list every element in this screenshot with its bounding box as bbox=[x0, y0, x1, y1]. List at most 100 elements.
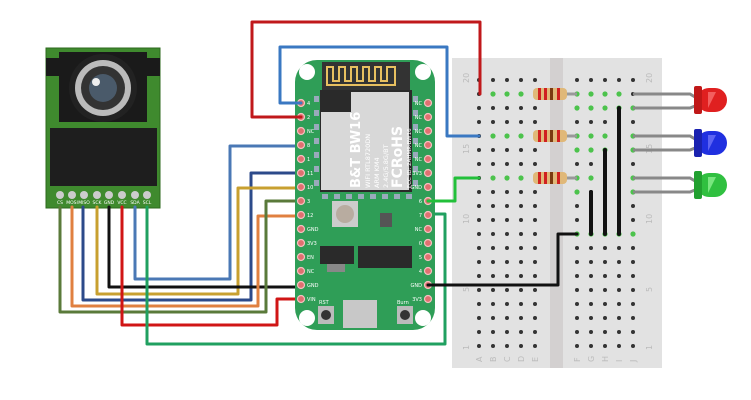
breadboard-hole[interactable] bbox=[575, 204, 579, 208]
breadboard-hole[interactable] bbox=[631, 162, 635, 166]
wire-mosi[interactable] bbox=[70, 205, 302, 308]
breadboard-hole[interactable] bbox=[491, 302, 495, 306]
breadboard-hole[interactable] bbox=[533, 106, 537, 110]
breadboard-hole[interactable] bbox=[617, 78, 621, 82]
breadboard-hole[interactable] bbox=[491, 120, 495, 124]
breadboard-hole[interactable] bbox=[533, 120, 537, 124]
breadboard-hole[interactable] bbox=[477, 106, 481, 110]
breadboard-hole[interactable] bbox=[519, 274, 523, 278]
breadboard-hole[interactable] bbox=[631, 344, 635, 348]
breadboard-hole[interactable] bbox=[589, 274, 593, 278]
breadboard-hole[interactable] bbox=[589, 330, 593, 334]
board-pin-left[interactable] bbox=[296, 294, 306, 304]
wire-miso[interactable] bbox=[81, 171, 302, 302]
breadboard-hole[interactable] bbox=[575, 246, 579, 250]
breadboard-hole[interactable] bbox=[589, 302, 593, 306]
breadboard-hole[interactable] bbox=[575, 288, 579, 292]
board-pin-left[interactable] bbox=[296, 182, 306, 192]
breadboard-hole[interactable] bbox=[602, 91, 608, 97]
breadboard-hole[interactable] bbox=[603, 78, 607, 82]
breadboard-hole[interactable] bbox=[575, 78, 579, 82]
breadboard-hole[interactable] bbox=[505, 106, 509, 110]
breadboard-hole[interactable] bbox=[589, 260, 593, 264]
wire-cs[interactable] bbox=[58, 199, 302, 314]
breadboard-hole[interactable] bbox=[602, 105, 608, 111]
breadboard-hole[interactable] bbox=[519, 260, 523, 264]
breadboard-hole[interactable] bbox=[519, 120, 523, 124]
breadboard-hole[interactable] bbox=[603, 288, 607, 292]
breadboard-hole[interactable] bbox=[491, 288, 495, 292]
breadboard-hole[interactable] bbox=[533, 330, 537, 334]
camera-pin[interactable] bbox=[105, 191, 113, 199]
resistor[interactable] bbox=[533, 172, 577, 184]
breadboard-hole[interactable] bbox=[505, 162, 509, 166]
breadboard-hole[interactable] bbox=[589, 120, 593, 124]
breadboard-hole[interactable] bbox=[519, 330, 523, 334]
breadboard-hole[interactable] bbox=[505, 288, 509, 292]
breadboard-hole[interactable] bbox=[477, 316, 481, 320]
wire-sck[interactable] bbox=[95, 186, 302, 296]
board-pin-right[interactable] bbox=[423, 182, 433, 192]
breadboard-hole[interactable] bbox=[575, 274, 579, 278]
breadboard-hole[interactable] bbox=[631, 288, 635, 292]
breadboard-hole[interactable] bbox=[491, 106, 495, 110]
breadboard-hole[interactable] bbox=[519, 316, 523, 320]
breadboard-hole[interactable] bbox=[519, 218, 523, 222]
breadboard-hole[interactable] bbox=[491, 232, 495, 236]
breadboard-hole[interactable] bbox=[533, 204, 537, 208]
breadboard-hole[interactable] bbox=[574, 105, 580, 111]
breadboard-hole[interactable] bbox=[477, 218, 481, 222]
breadboard-hole[interactable] bbox=[477, 148, 481, 152]
wire-vcc[interactable] bbox=[120, 205, 302, 327]
board-pin-right[interactable] bbox=[423, 252, 433, 262]
breadboard-hole[interactable] bbox=[490, 133, 496, 139]
breadboard-hole[interactable] bbox=[533, 148, 537, 152]
breadboard-hole[interactable] bbox=[519, 162, 523, 166]
breadboard-hole[interactable] bbox=[491, 344, 495, 348]
breadboard-hole[interactable] bbox=[630, 231, 636, 237]
breadboard-hole[interactable] bbox=[617, 246, 621, 250]
breadboard-hole[interactable] bbox=[588, 105, 594, 111]
breadboard-hole[interactable] bbox=[631, 330, 635, 334]
breadboard-hole[interactable] bbox=[533, 288, 537, 292]
board-pin-left[interactable] bbox=[296, 126, 306, 136]
breadboard-hole[interactable] bbox=[533, 232, 537, 236]
board-pin-left[interactable] bbox=[296, 224, 306, 234]
breadboard-hole[interactable] bbox=[505, 274, 509, 278]
breadboard-hole[interactable] bbox=[533, 302, 537, 306]
breadboard-hole[interactable] bbox=[491, 78, 495, 82]
breadboard-hole[interactable] bbox=[491, 260, 495, 264]
breadboard-hole[interactable] bbox=[505, 190, 509, 194]
board-pin-right[interactable] bbox=[423, 140, 433, 150]
board-pin-right[interactable] bbox=[423, 168, 433, 178]
breadboard-hole[interactable] bbox=[617, 260, 621, 264]
camera-pin[interactable] bbox=[68, 191, 76, 199]
breadboard-hole[interactable] bbox=[491, 204, 495, 208]
breadboard-hole[interactable] bbox=[533, 190, 537, 194]
breadboard-hole[interactable] bbox=[589, 316, 593, 320]
breadboard-hole[interactable] bbox=[603, 120, 607, 124]
wire-pin2-red[interactable] bbox=[250, 20, 482, 119]
breadboard-hole[interactable] bbox=[505, 218, 509, 222]
breadboard-hole[interactable] bbox=[617, 302, 621, 306]
board-pin-left[interactable] bbox=[296, 266, 306, 276]
board-pin-right[interactable] bbox=[423, 294, 433, 304]
breadboard-hole[interactable] bbox=[519, 148, 523, 152]
breadboard-hole[interactable] bbox=[603, 344, 607, 348]
camera-pin[interactable] bbox=[118, 191, 126, 199]
breadboard-hole[interactable] bbox=[617, 274, 621, 278]
breadboard-hole[interactable] bbox=[603, 316, 607, 320]
breadboard-hole[interactable] bbox=[602, 133, 608, 139]
breadboard-hole[interactable] bbox=[504, 175, 510, 181]
breadboard-hole[interactable] bbox=[505, 204, 509, 208]
breadboard-hole[interactable] bbox=[603, 274, 607, 278]
breadboard-hole[interactable] bbox=[533, 316, 537, 320]
board-pin-left[interactable] bbox=[296, 238, 306, 248]
breadboard-hole[interactable] bbox=[575, 162, 579, 166]
breadboard-hole[interactable] bbox=[575, 302, 579, 306]
wire-scl[interactable] bbox=[145, 205, 447, 346]
breadboard-hole[interactable] bbox=[491, 246, 495, 250]
wire-gnd-black[interactable] bbox=[426, 232, 579, 287]
breadboard-hole[interactable] bbox=[575, 120, 579, 124]
breadboard-hole[interactable] bbox=[477, 162, 481, 166]
